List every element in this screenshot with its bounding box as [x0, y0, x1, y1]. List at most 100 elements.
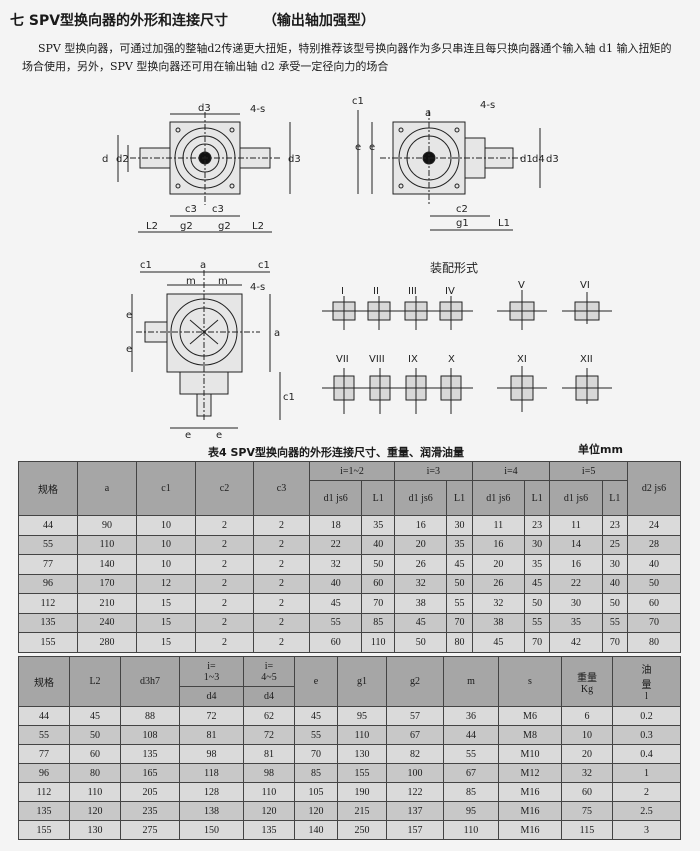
- col-size: 规格: [18, 656, 70, 707]
- table-cell: M8: [498, 725, 562, 745]
- table-cell: 26: [393, 554, 448, 575]
- description-paragraph: SPV 型换向器，可通过加强的整轴d2传递更大扭矩，特别推荐该型号换向器作为多只…: [22, 42, 672, 73]
- table-cell: M16: [498, 782, 562, 802]
- table-cell: 60: [361, 573, 395, 594]
- table-cell: 55: [294, 725, 338, 745]
- table-cell: 18: [308, 515, 363, 536]
- table-cell: 10: [561, 725, 613, 745]
- svg-text:VII: VII: [336, 354, 349, 365]
- table-cell: 170: [77, 573, 137, 594]
- svg-text:IV: IV: [445, 286, 455, 297]
- table-cell: 72: [179, 706, 244, 726]
- table-cell: M16: [498, 820, 562, 840]
- table-cell: 15: [136, 632, 196, 653]
- table-cell: 26: [471, 573, 526, 594]
- table-cell: 95: [443, 801, 499, 821]
- table-cell: 157: [386, 820, 444, 840]
- table-cell: 96: [18, 573, 78, 594]
- table-cell: 2: [195, 554, 254, 575]
- table-cell: 96: [18, 763, 70, 783]
- col-d1-i5: d1 js6: [549, 480, 603, 516]
- table-cell: 165: [120, 763, 180, 783]
- table-cell: 98: [179, 744, 244, 764]
- table-cell: 32: [561, 763, 613, 783]
- table-cell: 55: [524, 612, 551, 633]
- table-cell: 0.2: [612, 706, 681, 726]
- table-cell: 35: [549, 612, 603, 633]
- svg-text:VIII: VIII: [369, 354, 385, 365]
- table-cell: 2: [195, 573, 254, 594]
- table-cell: 85: [361, 612, 395, 633]
- svg-text:g2: g2: [180, 221, 193, 232]
- svg-text:c1: c1: [258, 260, 270, 271]
- table-cell: 55: [601, 612, 629, 633]
- table-cell: 36: [443, 706, 499, 726]
- svg-text:IX: IX: [408, 354, 418, 365]
- table-cell: 28: [627, 534, 681, 555]
- table-cell: 62: [243, 706, 295, 726]
- col-d1-i12: d1 js6: [308, 480, 363, 516]
- table-cell: 2: [612, 782, 681, 802]
- table-cell: 10: [136, 554, 196, 575]
- table-cell: 81: [179, 725, 244, 745]
- table-cell: 130: [69, 820, 121, 840]
- table-cell: 30: [524, 534, 551, 555]
- table-cell: 44: [18, 515, 78, 536]
- table-cell: 110: [361, 632, 395, 653]
- svg-text:4-s: 4-s: [480, 100, 495, 111]
- section-title: 七 SPV型换向器的外形和连接尺寸 （输出轴加强型）: [10, 10, 375, 30]
- table-cell: 135: [18, 801, 70, 821]
- table-cell: 38: [471, 612, 526, 633]
- svg-text:d3: d3: [288, 154, 301, 165]
- col-d2: d2 js6: [627, 461, 681, 516]
- table-cell: 70: [601, 632, 629, 653]
- table-cell: 81: [243, 744, 295, 764]
- svg-text:e: e: [216, 430, 222, 441]
- table-cell: 2: [253, 593, 310, 614]
- table-cell: 77: [18, 554, 78, 575]
- svg-text:XII: XII: [580, 354, 593, 365]
- table-cell: 110: [337, 725, 387, 745]
- table-cell: 22: [308, 534, 363, 555]
- table-cell: 88: [120, 706, 180, 726]
- table-cell: 22: [549, 573, 603, 594]
- col-m: m: [443, 656, 499, 707]
- col-i3: i=3: [394, 461, 473, 481]
- table-cell: 2: [195, 632, 254, 653]
- table-cell: 70: [294, 744, 338, 764]
- col-d4-b: d4: [243, 686, 295, 707]
- svg-text:c1: c1: [352, 96, 364, 107]
- col-i13: i= 1~3: [179, 656, 244, 687]
- section-title-main: 七 SPV型换向器的外形和连接尺寸: [10, 13, 229, 29]
- table-cell: 57: [386, 706, 444, 726]
- table-cell: 2: [195, 515, 254, 536]
- table-cell: 2: [253, 612, 310, 633]
- table-cell: 45: [446, 554, 473, 575]
- table-cell: 50: [69, 725, 121, 745]
- section-title-sub: （输出轴加强型）: [262, 13, 375, 29]
- table-cell: 38: [393, 593, 448, 614]
- table-cell: 6: [561, 706, 613, 726]
- col-L1-i5: L1: [601, 480, 629, 516]
- svg-text:XI: XI: [517, 354, 527, 365]
- table-cell: 2: [253, 632, 310, 653]
- table-cell: 85: [294, 763, 338, 783]
- table-cell: 12: [136, 573, 196, 594]
- col-d3h7: d3h7: [120, 656, 180, 707]
- table-cell: 82: [386, 744, 444, 764]
- table-cell: 50: [393, 632, 448, 653]
- svg-text:e: e: [185, 430, 191, 441]
- col-i12: i=1~2: [309, 461, 395, 481]
- table-cell: 150: [179, 820, 244, 840]
- table-cell: 70: [446, 612, 473, 633]
- table-cell: 118: [179, 763, 244, 783]
- table-cell: 45: [471, 632, 526, 653]
- table-cell: 30: [601, 554, 629, 575]
- table-cell: 190: [337, 782, 387, 802]
- col-d1-i4: d1 js6: [471, 480, 526, 516]
